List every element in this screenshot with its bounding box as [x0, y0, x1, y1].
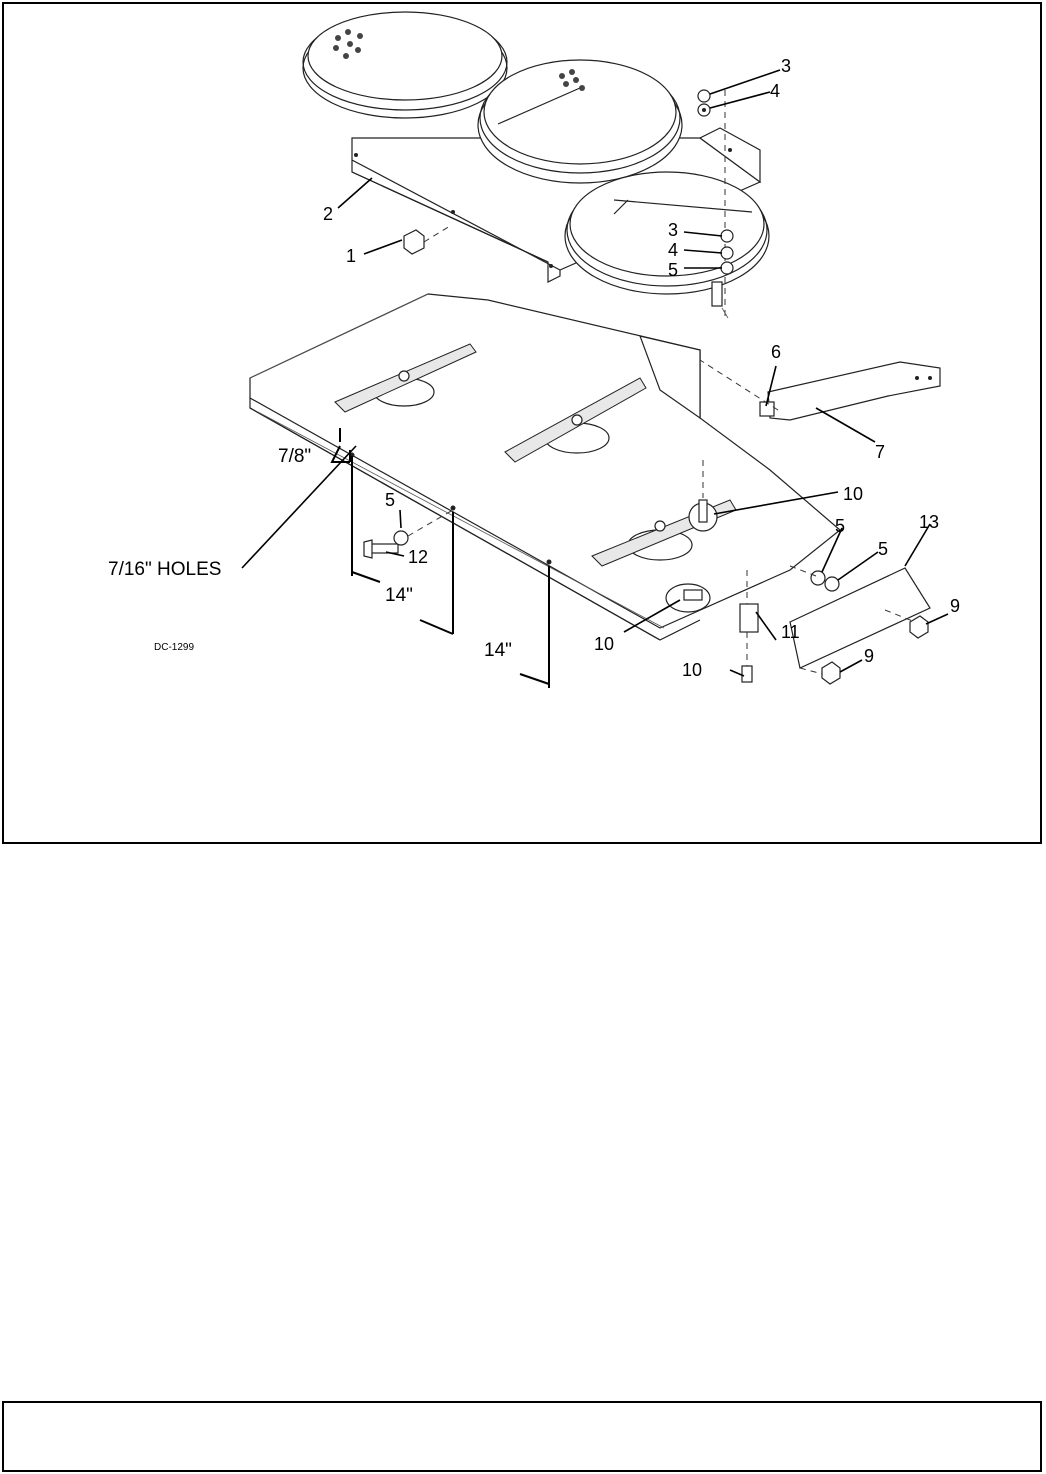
callout-10-upper: 10	[843, 484, 863, 504]
callout-5-washer-a: 5	[835, 516, 845, 536]
callout-11: 11	[781, 622, 800, 642]
nut-1	[403, 229, 425, 255]
callout-10-left: 10	[594, 634, 614, 654]
hole-size-label: 7/16" HOLES	[108, 559, 221, 580]
drawing-code: DC-1299	[154, 642, 194, 653]
deflector-bracket	[699, 359, 941, 421]
blade-left	[334, 343, 477, 413]
callout-2: 2	[323, 204, 333, 224]
callout-5-bolt: 5	[385, 490, 395, 510]
callout-4-ring: 4	[668, 240, 678, 260]
callout-4-top: 4	[770, 81, 780, 101]
spacing-label-2: 14"	[484, 640, 512, 661]
callout-12: 12	[408, 547, 428, 567]
exploded-assembly-diagram: 3 4 2 1 3 4 5 6 7 10 5 12 5 5 13 9 11 10…	[108, 11, 960, 688]
callout-3-ring: 3	[668, 220, 678, 240]
edge-offset-label: 7/8"	[278, 446, 311, 467]
callout-5-washer-b: 5	[878, 539, 888, 559]
callout-7: 7	[875, 442, 885, 462]
callout-9-bottom: 9	[864, 646, 874, 666]
callout-6: 6	[771, 342, 781, 362]
figure-frame	[2, 2, 1042, 844]
leader-lines	[241, 69, 949, 677]
caption-frame	[2, 1401, 1042, 1472]
hardware	[363, 89, 929, 685]
callout-labels: 3 4 2 1 3 4 5 6 7 10 5 12 5 5 13 9 11 10…	[323, 56, 960, 680]
belt-shield-assembly	[302, 11, 770, 320]
callout-10-bottom: 10	[682, 660, 702, 680]
dimension-labels: 7/8" 7/16" HOLES 14" 14" DC-1299	[108, 446, 512, 661]
callout-3-top: 3	[781, 56, 791, 76]
callout-9-right: 9	[950, 596, 960, 616]
chute-hardware	[665, 460, 759, 683]
callout-13: 13	[919, 512, 939, 532]
blade-middle	[504, 377, 647, 463]
spacing-label-1: 14"	[385, 585, 413, 606]
mower-deck	[249, 293, 841, 641]
callout-1: 1	[346, 246, 356, 266]
discharge-chute	[789, 567, 931, 677]
dimension-lines	[330, 428, 550, 688]
callout-5-ring: 5	[668, 260, 678, 280]
